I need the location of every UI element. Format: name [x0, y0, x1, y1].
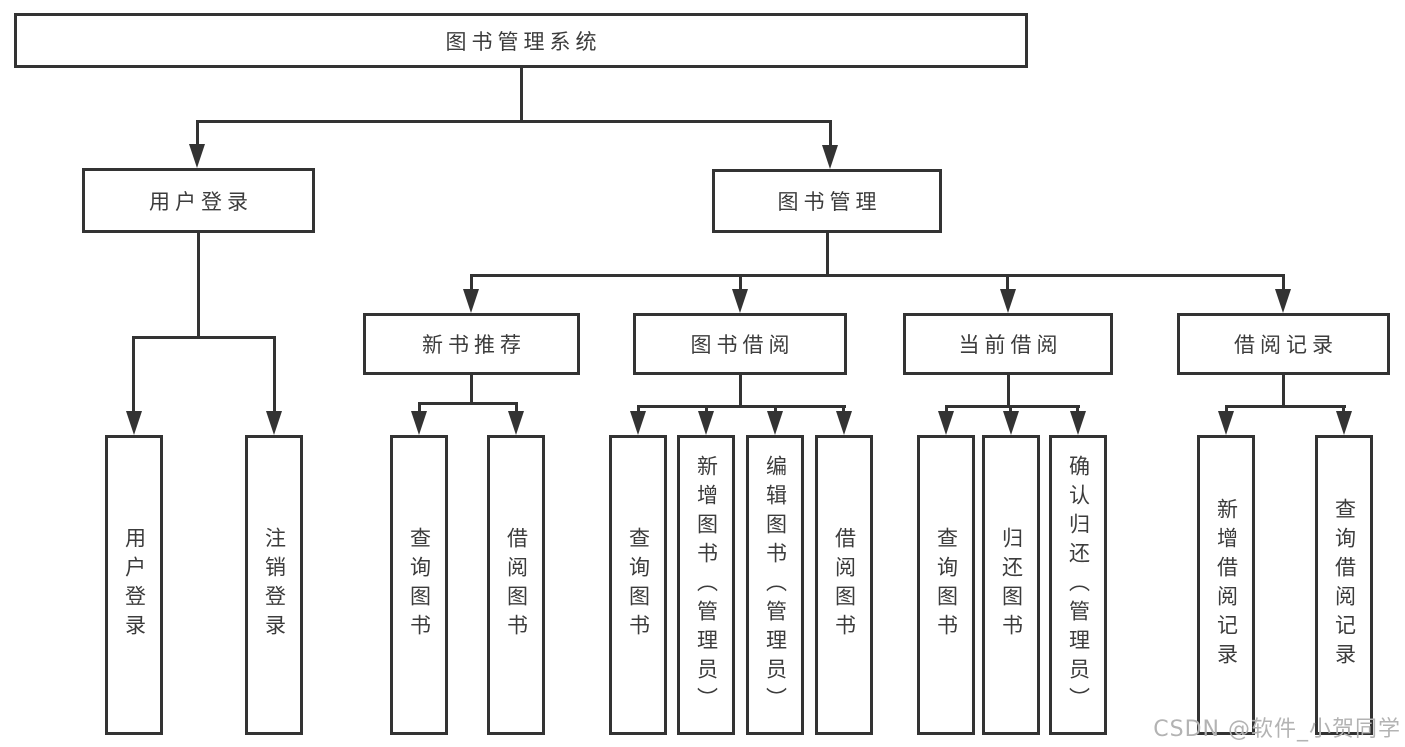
edge-book-borrow-stem — [739, 375, 742, 405]
edge-to-ul-logout — [273, 336, 276, 411]
arrowhead-down-icon — [1003, 411, 1019, 435]
csdn-watermark: CSDN @软件_小贺同学 — [1153, 717, 1401, 742]
node-bb-query: 查询图书 — [609, 435, 667, 735]
arrowhead-down-icon — [630, 411, 646, 435]
node-nb-borrow: 借阅图书 — [487, 435, 545, 735]
edge-to-cb-return — [1009, 405, 1012, 411]
arrowhead-down-icon — [698, 411, 714, 435]
edge-root-stem — [520, 68, 523, 120]
node-label: 当前借阅 — [958, 333, 1063, 357]
node-label: 查询图书 — [934, 527, 959, 643]
node-cb-query: 查询图书 — [917, 435, 975, 735]
edge-book-mgmt-stem — [826, 233, 829, 274]
arrowhead-down-icon — [767, 411, 783, 435]
arrowhead-down-icon — [1275, 289, 1291, 313]
edge-to-br-add — [1225, 405, 1228, 411]
edge-book-mgmt-bus — [470, 274, 1284, 277]
arrowhead-down-icon — [508, 411, 524, 435]
edge-to-bb-borrow — [842, 405, 845, 411]
node-label: 编辑图书（管理员） — [763, 454, 788, 716]
edge-book-borrow-bus — [637, 405, 846, 408]
node-current-borrow: 当前借阅 — [903, 313, 1113, 375]
node-book-mgmt: 图书管理 — [712, 169, 942, 233]
node-label: 借阅图书 — [504, 527, 529, 643]
edge-current-borrow-bus — [945, 405, 1080, 408]
arrowhead-down-icon — [1070, 411, 1086, 435]
edge-to-cb-query — [945, 405, 948, 411]
node-label: 图书管理 — [777, 190, 882, 214]
edge-borrow-record-stem — [1282, 375, 1285, 405]
edge-to-current-borrow — [1006, 274, 1009, 289]
node-nb-query: 查询图书 — [390, 435, 448, 735]
edge-new-book-rec-bus — [418, 402, 518, 405]
edge-to-borrow-record — [1282, 274, 1285, 289]
edge-current-borrow-stem — [1007, 375, 1010, 405]
node-ul-logout: 注销登录 — [245, 435, 303, 735]
node-br-query: 查询借阅记录 — [1315, 435, 1373, 735]
node-label: 归还图书 — [999, 527, 1024, 643]
node-label: 新书推荐 — [422, 333, 526, 357]
arrowhead-down-icon — [463, 289, 479, 313]
arrowhead-down-icon — [836, 411, 852, 435]
arrowhead-down-icon — [1218, 411, 1234, 435]
edge-to-book-mgmt — [829, 120, 832, 146]
edge-to-bb-add — [705, 405, 708, 411]
node-book-borrow: 图书借阅 — [633, 313, 847, 375]
node-user-login: 用户登录 — [82, 168, 315, 233]
arrowhead-down-icon — [411, 411, 427, 435]
edge-borrow-record-bus — [1225, 405, 1346, 408]
node-label: 查询借阅记录 — [1332, 498, 1357, 672]
edge-root-bus — [197, 120, 831, 123]
arrowhead-down-icon — [732, 289, 748, 313]
node-library-system: 图书管理系统 — [14, 13, 1028, 68]
node-bb-borrow: 借阅图书 — [815, 435, 873, 735]
edge-to-ul-user-login — [132, 336, 135, 411]
edge-to-nb-query — [418, 402, 421, 411]
edge-to-user-login — [196, 120, 199, 146]
arrowhead-down-icon — [126, 411, 142, 435]
node-label: 查询图书 — [407, 527, 432, 643]
node-label: 图书管理系统 — [445, 29, 602, 54]
arrowhead-down-icon — [822, 145, 838, 169]
arrowhead-down-icon — [189, 144, 205, 168]
edge-user-login-stem — [197, 233, 200, 336]
node-borrow-record: 借阅记录 — [1177, 313, 1390, 375]
edge-to-br-query — [1342, 405, 1345, 411]
edge-new-book-rec-stem — [470, 375, 473, 402]
arrowhead-down-icon — [1000, 289, 1016, 313]
node-label: 注销登录 — [262, 527, 287, 643]
edge-to-book-borrow — [739, 274, 742, 289]
node-bb-add: 新增图书（管理员） — [677, 435, 735, 735]
node-label: 借阅图书 — [832, 527, 857, 643]
node-label: 新增借阅记录 — [1214, 498, 1239, 672]
arrowhead-down-icon — [938, 411, 954, 435]
node-cb-confirm: 确认归还（管理员） — [1049, 435, 1107, 735]
node-label: 用户登录 — [122, 527, 147, 643]
node-cb-return: 归还图书 — [982, 435, 1040, 735]
node-label: 查询图书 — [626, 527, 651, 643]
node-ul-user-login: 用户登录 — [105, 435, 163, 735]
edge-to-bb-edit — [774, 405, 777, 411]
node-new-book-rec: 新书推荐 — [363, 313, 580, 375]
node-label: 确认归还（管理员） — [1066, 454, 1091, 716]
edge-user-login-bus — [133, 336, 276, 339]
arrowhead-down-icon — [266, 411, 282, 435]
edge-to-bb-query — [637, 405, 640, 411]
edge-to-new-book-rec — [470, 274, 473, 289]
arrowhead-down-icon — [1336, 411, 1352, 435]
edge-to-cb-confirm — [1076, 405, 1079, 411]
node-bb-edit: 编辑图书（管理员） — [746, 435, 804, 735]
edge-to-nb-borrow — [515, 402, 518, 411]
node-label: 图书借阅 — [690, 333, 795, 357]
node-br-add: 新增借阅记录 — [1197, 435, 1255, 735]
node-label: 新增图书（管理员） — [694, 454, 719, 716]
node-label: 借阅记录 — [1234, 333, 1338, 357]
node-label: 用户登录 — [149, 189, 253, 214]
